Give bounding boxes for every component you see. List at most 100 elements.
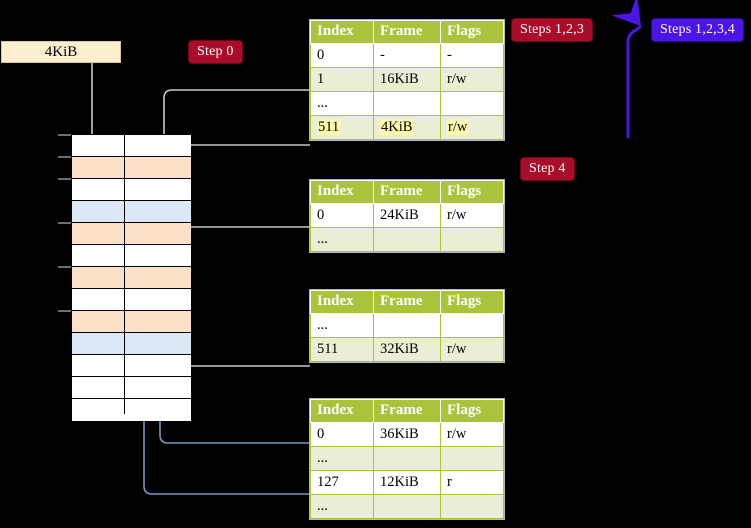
table-cell <box>373 227 441 252</box>
table-cell: 12KiB <box>373 470 441 495</box>
memory-row <box>72 289 191 311</box>
steps1234-label: Steps 1,2,3,4 <box>660 22 735 37</box>
table-cell: 1 <box>310 67 374 92</box>
table-cell: ... <box>310 227 374 252</box>
table-cell: ... <box>310 446 374 471</box>
table-cell: 0 <box>310 203 374 228</box>
kib-box: 4KiB <box>1 41 121 63</box>
table-cell: r/w <box>440 337 504 362</box>
highlighted-value: 511 <box>317 118 341 135</box>
table-cell: 36KiB <box>373 422 441 447</box>
memory-column-divider <box>124 134 125 414</box>
memory-row <box>72 223 191 245</box>
table-row: 0-- <box>310 43 504 68</box>
table-cell: r/w <box>440 422 504 447</box>
step4-badge: Step 4 <box>521 158 574 180</box>
memory-row <box>72 377 191 399</box>
steps123-badge: Steps 1,2,3 <box>512 19 593 41</box>
column-header: Index <box>310 399 374 423</box>
memory-tick <box>58 156 71 158</box>
table-cell: ... <box>310 313 374 338</box>
table-cell <box>440 313 504 338</box>
table-cell <box>440 91 504 116</box>
memory-row <box>72 245 191 267</box>
memory-row <box>72 355 191 377</box>
memory-row <box>72 399 191 421</box>
table-cell <box>373 446 441 471</box>
table-cell <box>373 91 441 116</box>
table-cell <box>373 313 441 338</box>
table-cell <box>440 494 504 519</box>
table-cell <box>440 446 504 471</box>
memory-row <box>72 201 191 223</box>
column-header: Flags <box>440 290 504 314</box>
table-cell: 24KiB <box>373 203 441 228</box>
column-header: Frame <box>373 399 441 423</box>
highlighted-value: r/w <box>447 118 469 135</box>
memory-row <box>72 267 191 289</box>
column-header: Frame <box>373 20 441 44</box>
table-cell: r/w <box>440 203 504 228</box>
table-cell: 32KiB <box>373 337 441 362</box>
table-cell <box>440 227 504 252</box>
table-row: ... <box>310 313 504 338</box>
table-row: ... <box>310 446 504 471</box>
table-cell <box>373 494 441 519</box>
memory-tick <box>58 310 71 312</box>
column-header: Flags <box>440 180 504 204</box>
table-cell: 511 <box>310 337 374 362</box>
memory-row <box>72 135 191 157</box>
table-cell: 511 <box>310 115 374 140</box>
steps123-label: Steps 1,2,3 <box>520 22 585 37</box>
memory-tick <box>58 134 71 136</box>
column-header: Frame <box>373 290 441 314</box>
table-cell: 16KiB <box>373 67 441 92</box>
table-cell: - <box>373 43 441 68</box>
column-header: Index <box>310 180 374 204</box>
steps1234-badge: Steps 1,2,3,4 <box>652 19 743 41</box>
column-header: Flags <box>440 399 504 423</box>
table-cell: ... <box>310 494 374 519</box>
column-header: Frame <box>373 180 441 204</box>
table-cell: - <box>440 43 504 68</box>
table-row: 511 4KiB r/w <box>310 115 504 140</box>
step0-label: Step 0 <box>197 44 234 59</box>
table-cell: ... <box>310 91 374 116</box>
table-row: ... <box>310 91 504 116</box>
memory-column <box>71 134 191 421</box>
table-cell: 127 <box>310 470 374 495</box>
column-header: Flags <box>440 20 504 44</box>
kib-box-label: 4KiB <box>44 44 78 60</box>
table-cell: r <box>440 470 504 495</box>
memory-row <box>72 311 191 333</box>
memory-row <box>72 179 191 201</box>
table-row: ... <box>310 494 504 519</box>
table-row: ... <box>310 227 504 252</box>
memory-tick <box>58 178 71 180</box>
table-cell: r/w <box>440 115 504 140</box>
column-header: Index <box>310 290 374 314</box>
memory-tick <box>58 222 71 224</box>
step4-label: Step 4 <box>529 161 566 176</box>
highlighted-value: 4KiB <box>380 118 414 135</box>
memory-tick <box>58 266 71 268</box>
table-cell: r/w <box>440 67 504 92</box>
memory-row <box>72 157 191 179</box>
column-header: Index <box>310 20 374 44</box>
table-cell: 4KiB <box>373 115 441 140</box>
table-cell: 0 <box>310 422 374 447</box>
